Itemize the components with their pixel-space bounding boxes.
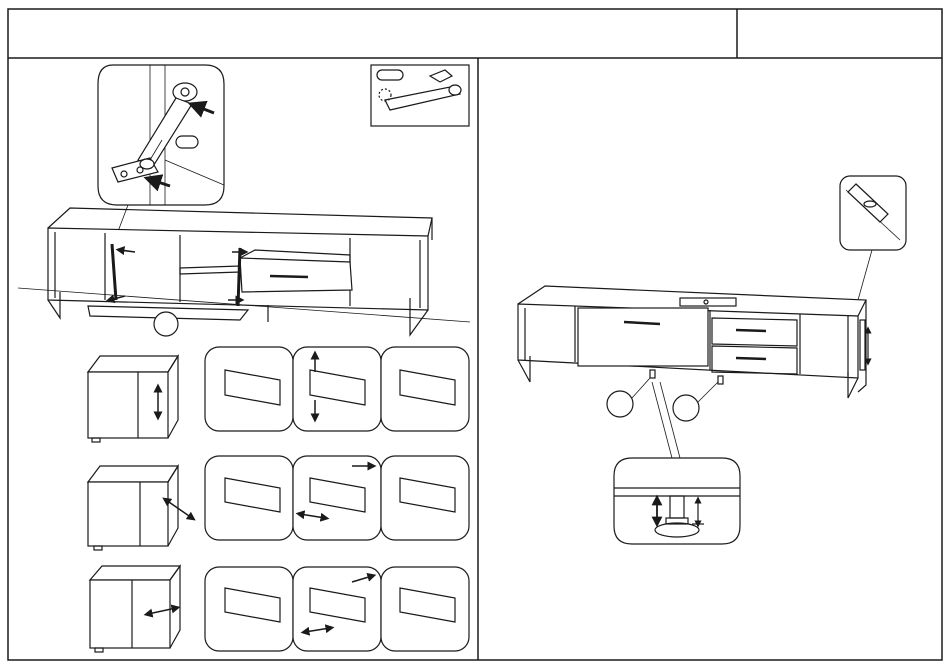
adjustable-foot-detail — [614, 458, 740, 544]
tv-unit-assembled — [518, 286, 868, 458]
hinge-row-height — [88, 347, 469, 442]
right-panel — [518, 176, 906, 544]
bubble-level-detail — [840, 176, 906, 300]
hardware-part-box — [371, 65, 469, 126]
hinge-row-side — [90, 566, 469, 652]
left-panel — [18, 65, 470, 652]
tv-unit-open-flap — [18, 208, 470, 336]
gas-strut-detail-callout — [98, 65, 224, 242]
hinge-row-depth — [88, 456, 469, 550]
